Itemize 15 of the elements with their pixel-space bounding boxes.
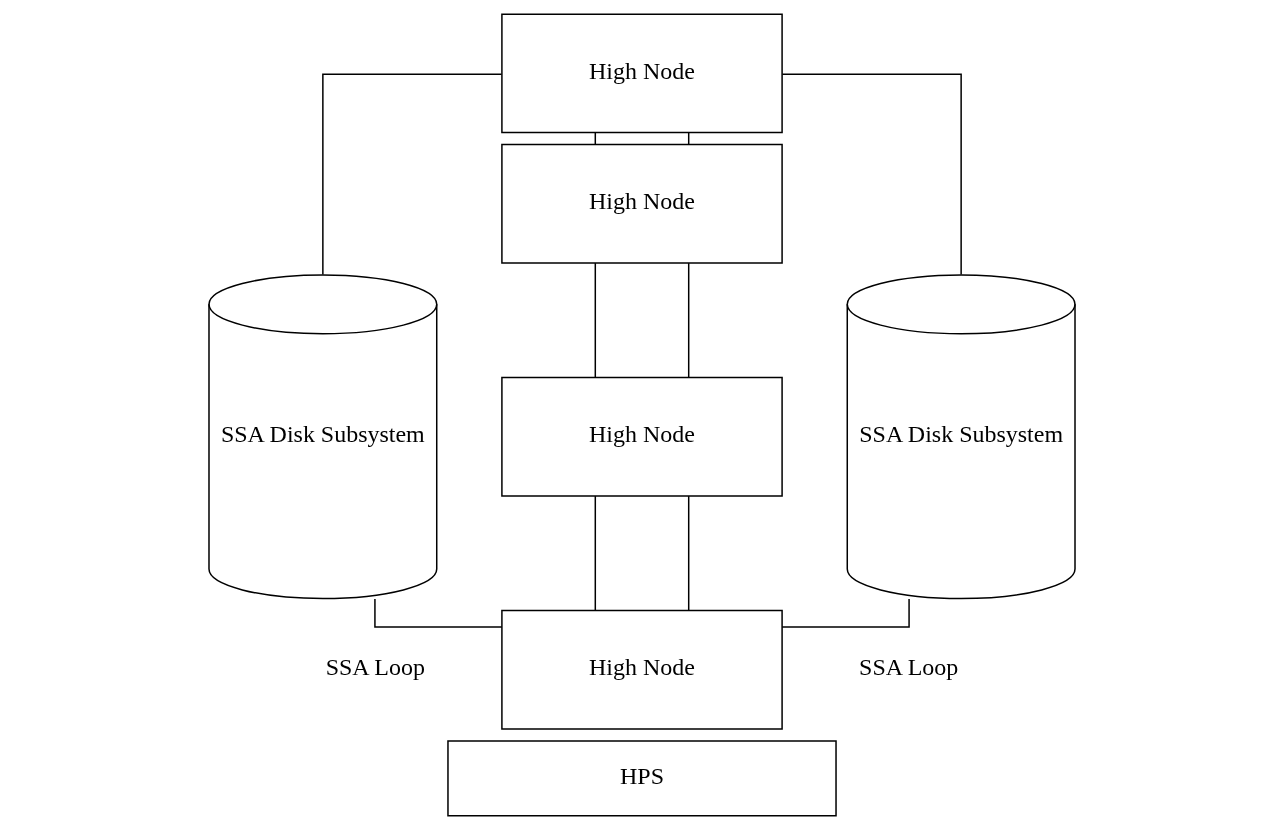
- connector: [373, 598, 503, 628]
- label: SSA Loop: [858, 654, 958, 681]
- node-box: High Node: [500, 376, 783, 497]
- node-box: High Node: [500, 13, 783, 134]
- connector: [687, 262, 689, 379]
- connector: [321, 73, 502, 276]
- label: SSA Loop: [325, 654, 425, 681]
- connector: [687, 495, 689, 612]
- connector: [780, 598, 910, 628]
- node-box: HPS: [446, 740, 837, 817]
- connector: [594, 262, 596, 379]
- node-box: High Node: [500, 609, 783, 730]
- connector: [594, 495, 596, 612]
- connector: [781, 73, 962, 276]
- node-box: High Node: [500, 143, 783, 264]
